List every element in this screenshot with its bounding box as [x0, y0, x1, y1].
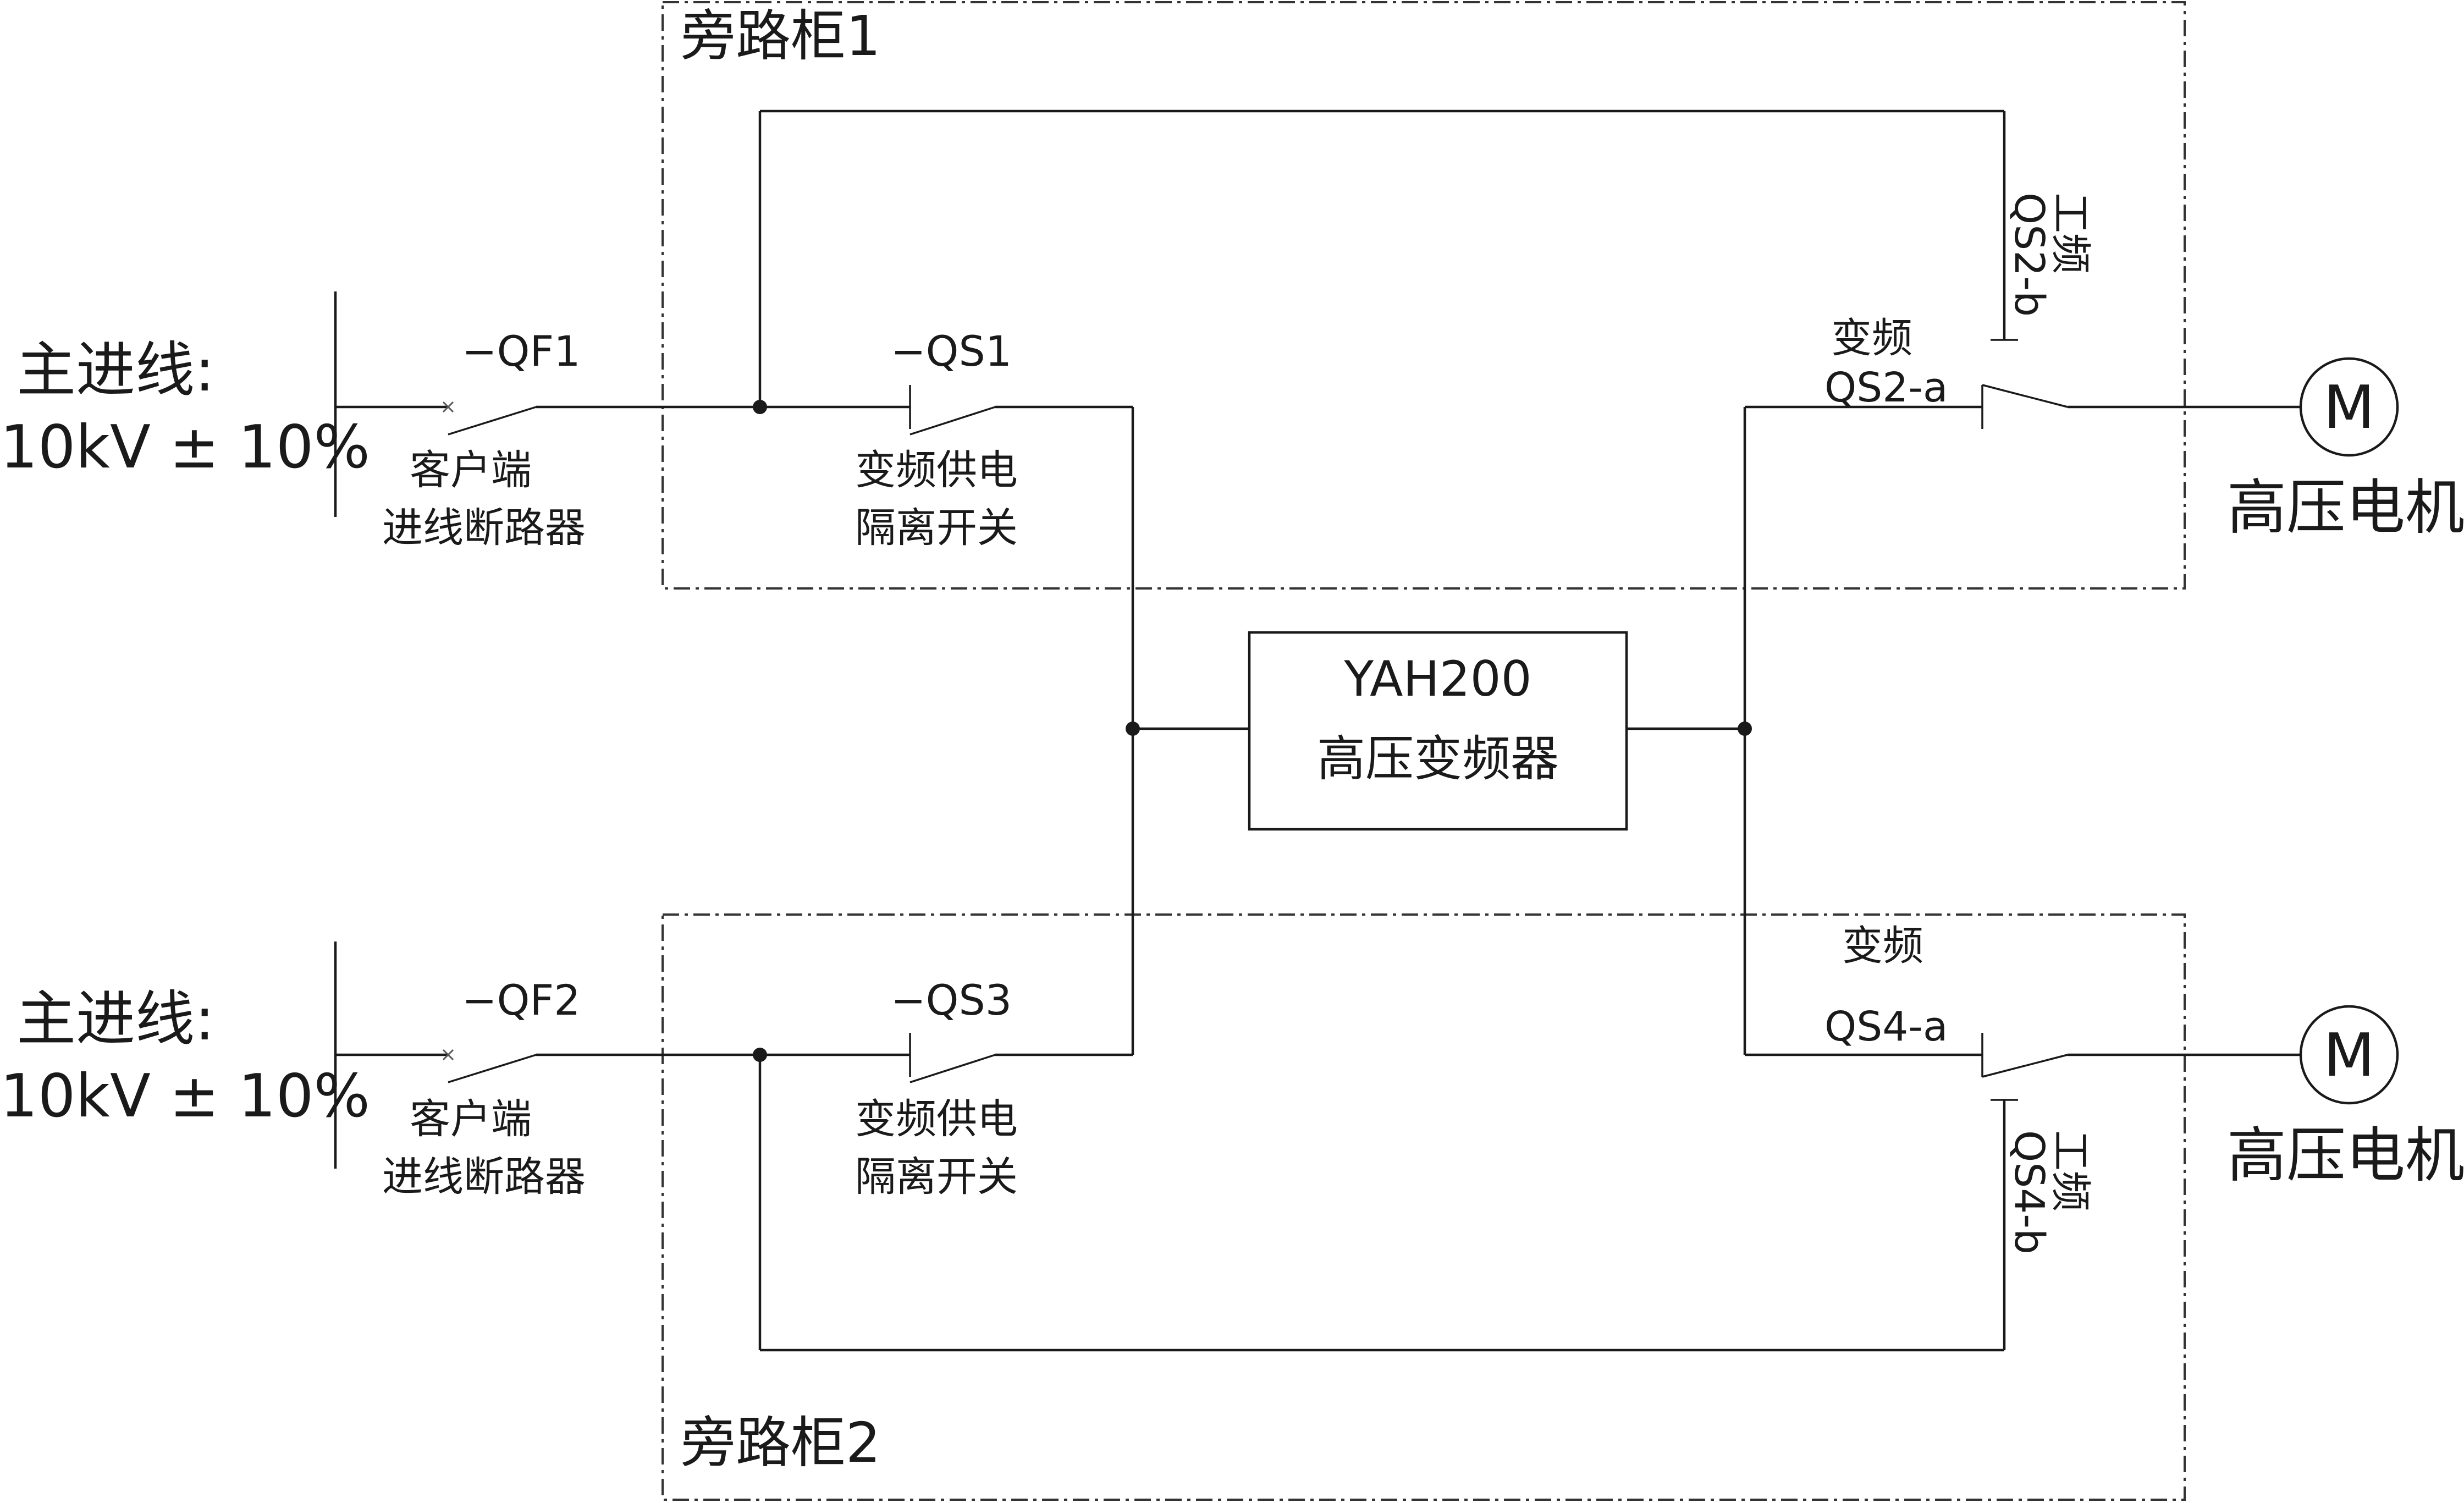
- changeover-qs4-symbol: [1981, 1033, 2068, 1101]
- motor-bottom-letter: M: [2323, 1021, 2374, 1090]
- motor-bottom-symbol: [2299, 1005, 2399, 1105]
- isolator-qs1-label-line1: 变频供电: [855, 447, 1018, 494]
- breaker-qf1-label-line2: 进线断路器: [382, 504, 586, 552]
- breaker-qf1-tag: −QF1: [462, 327, 581, 376]
- motor-top-symbol: [2299, 357, 2399, 457]
- junction-dot-top-bypass: [753, 400, 767, 414]
- isolator-qs3-label-line1: 变频供电: [855, 1095, 1018, 1143]
- vfd-name: 高压变频器: [1317, 730, 1559, 787]
- qs2b-tag: QS2-b: [2005, 192, 2053, 317]
- incoming-title-bottom: 主进线:: [16, 985, 214, 1054]
- qs4b-mode: 工频: [2047, 1130, 2094, 1212]
- isolator-qs1-tag: −QS1: [891, 327, 1012, 376]
- motor-top-label: 高压电机: [2227, 474, 2464, 542]
- breaker-qf1-symbol: [442, 401, 537, 436]
- qs2a-tag: QS2-a: [1824, 364, 1948, 411]
- junction-dot-bottom-bypass: [753, 1048, 767, 1062]
- incoming-voltage-top: 10kV ± 10%: [0, 413, 370, 482]
- isolator-qs3-tag: −QS3: [891, 976, 1012, 1025]
- vfd-model: YAH200: [1343, 651, 1531, 707]
- bypass-cabinet-1-title: 旁路柜1: [681, 4, 881, 68]
- breaker-qf2-symbol: [442, 1049, 537, 1083]
- motor-top-letter: M: [2323, 373, 2374, 442]
- bypass-cabinet-2-title: 旁路柜2: [681, 1411, 881, 1475]
- incoming-voltage-bottom: 10kV ± 10%: [0, 1062, 370, 1131]
- isolator-qs3-label-line2: 隔离开关: [855, 1153, 1018, 1201]
- breaker-qf2-label-line2: 进线断路器: [382, 1153, 586, 1201]
- bypass-cabinet-1-boundary: [662, 1, 2186, 590]
- isolator-qs3-symbol: [909, 1033, 996, 1083]
- qs2b-mode: 工频: [2047, 192, 2094, 274]
- junction-dot-vfd-input: [1126, 722, 1140, 736]
- qs2a-mode: 变频: [1831, 315, 1912, 362]
- motor-bottom-label: 高压电机: [2227, 1121, 2464, 1190]
- breaker-qf2-label-line1: 客户端: [410, 1095, 532, 1143]
- isolator-qs1-label-line2: 隔离开关: [855, 504, 1018, 552]
- incoming-title-top: 主进线:: [16, 336, 214, 405]
- qs4b-tag: QS4-b: [2005, 1130, 2053, 1254]
- isolator-qs1-symbol: [909, 385, 996, 436]
- changeover-qs2-symbol: [1981, 339, 2068, 429]
- breaker-qf2-tag: −QF2: [462, 976, 581, 1025]
- qs4a-mode: 变频: [1842, 922, 1923, 970]
- bypass-cabinet-2-boundary: [662, 913, 2186, 1501]
- junction-dot-vfd-output: [1738, 722, 1752, 736]
- breaker-qf1-label-line1: 客户端: [410, 447, 532, 494]
- qs4a-tag: QS4-a: [1824, 1003, 1948, 1050]
- vfd-box: [1248, 631, 1628, 831]
